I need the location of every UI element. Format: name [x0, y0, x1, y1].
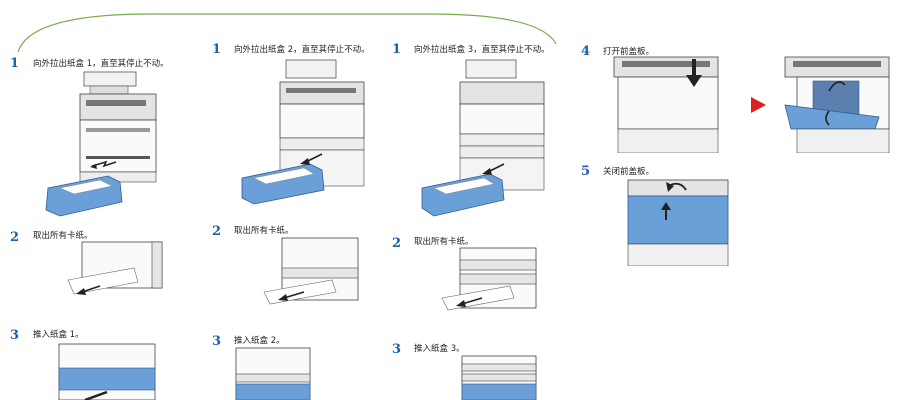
step-number: 3	[10, 328, 20, 343]
step-number: 1	[212, 42, 222, 57]
step-caption: 取出所有卡纸。	[414, 237, 474, 247]
printer-pull-tray-illustration	[45, 71, 157, 217]
step-caption: 向外拉出纸盒 2，直至其停止不动。	[234, 45, 370, 55]
printer-pull-tray-illustration	[421, 59, 545, 217]
step-number: 4	[581, 44, 591, 59]
step-caption: 推入纸盒 3。	[414, 344, 465, 354]
close-front-cover-illustration	[627, 179, 729, 266]
step-number: 3	[392, 342, 402, 357]
step-number: 2	[392, 236, 402, 251]
remove-jam-illustration	[263, 237, 359, 305]
step-caption: 推入纸盒 2。	[234, 336, 285, 346]
step-number: 1	[392, 42, 402, 57]
step-caption: 关闭前盖板。	[603, 167, 655, 177]
push-tray-illustration	[461, 355, 537, 400]
step-caption: 向外拉出纸盒 3，直至其停止不动。	[414, 45, 550, 55]
push-tray-illustration	[58, 343, 156, 400]
push-tray-illustration	[235, 347, 311, 400]
step-caption: 打开前盖板。	[603, 47, 655, 57]
step-number: 3	[212, 334, 222, 349]
step-caption: 取出所有卡纸。	[234, 226, 294, 236]
next-arrow-icon	[751, 97, 766, 113]
step-number: 5	[581, 164, 591, 179]
step-number: 2	[10, 230, 20, 245]
remove-jam-illustration	[67, 241, 163, 295]
step-number: 2	[212, 224, 222, 239]
step-number: 1	[10, 56, 20, 71]
remove-jam-illustration	[441, 247, 537, 311]
step-caption: 向外拉出纸盒 1，直至其停止不动。	[33, 59, 169, 69]
open-front-cover-before-illustration	[613, 56, 719, 153]
step-caption: 推入纸盒 1。	[33, 330, 84, 340]
printer-pull-tray-illustration	[241, 59, 365, 205]
open-front-cover-after-illustration	[784, 56, 890, 153]
step-caption: 取出所有卡纸。	[33, 231, 93, 241]
